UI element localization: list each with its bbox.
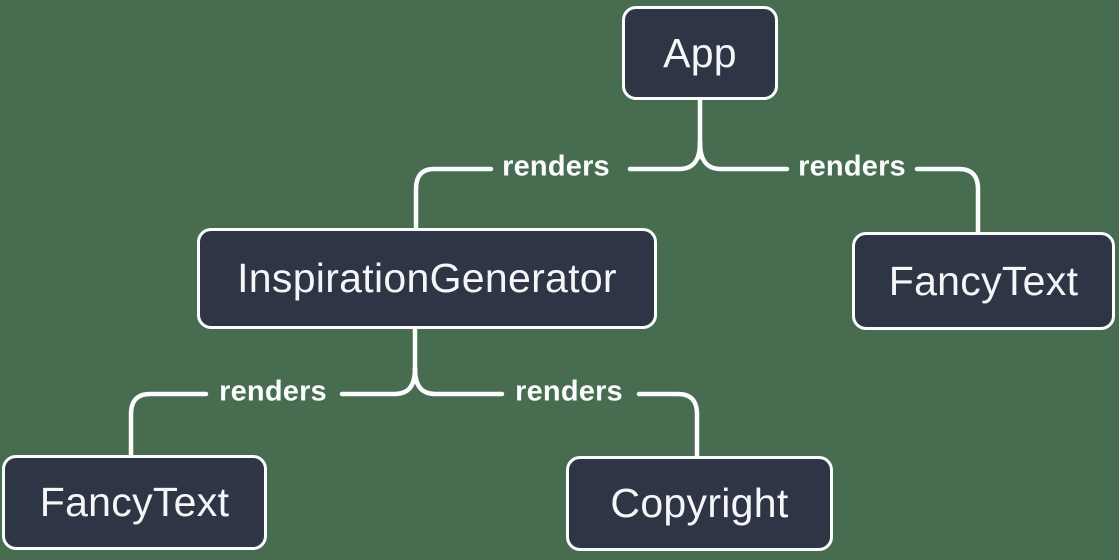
node-inspiration-generator-label: InspirationGenerator [237,255,617,301]
node-copyright-label: Copyright [610,480,789,526]
edge-label-inspirationgenerator-copyright: renders [515,375,623,408]
edge-label-inspirationgenerator-fancytext: renders [219,375,327,408]
node-fancy-text-bottom: FancyText [2,455,267,550]
node-fancy-text-top-label: FancyText [888,257,1079,304]
node-app-label: App [663,29,737,76]
node-app: App [622,6,778,100]
node-fancy-text-bottom-label: FancyText [39,479,230,525]
node-fancy-text-top: FancyText [852,232,1115,330]
node-copyright: Copyright [566,456,833,551]
edge-label-app-fancytext: renders [798,150,906,183]
node-inspiration-generator: InspirationGenerator [197,228,657,329]
edge-label-app-inspirationgenerator: renders [502,150,610,183]
